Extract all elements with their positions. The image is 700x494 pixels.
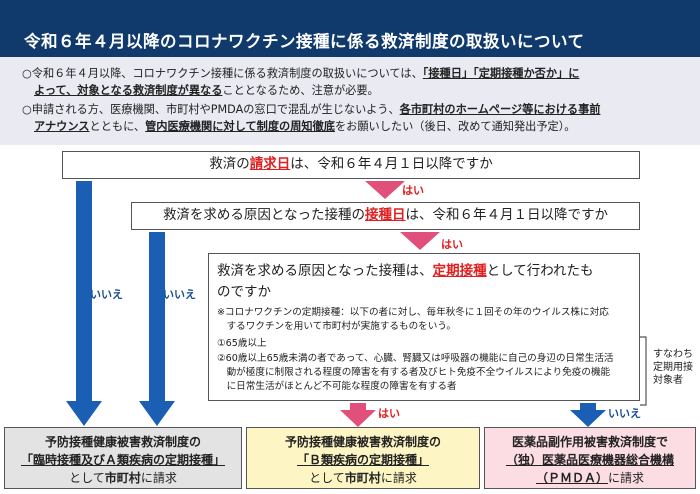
intro-text: ○申請される方、医療機関、市町村やPMDAの窓口で混乱が生じないよう、 [22, 103, 400, 116]
note-line: するワクチンを用いて市町村が実施するものをいう。 [217, 321, 456, 332]
result-pmda: 医薬品副作用被害救済制度で （独）医薬品医療機器総合機構 （ＰＭＤＡ）に請求 [484, 427, 696, 489]
intro-text: をお願いしたい（後日、改めて通知発出予定）。 [334, 120, 576, 133]
question-vaccination-date: 救済を求める原因となった接種の接種日は、令和６年４月１日以降ですか [131, 202, 640, 230]
q3-line-1: 救済を求める原因となった接種は、定期接種として行われたも [217, 259, 594, 279]
result-1-line: 予防接種健康被害救済制度の [44, 435, 201, 449]
intro-highlight: 管内医療機関に対して制度の周知徹底 [145, 120, 335, 133]
result-2-text: 市町村 [344, 471, 381, 485]
no-label-1: いいえ [90, 288, 123, 301]
result-2-line: として市町村に請求 [247, 469, 479, 487]
intro-highlight: よって、対象となる救済制度が異なる [34, 84, 223, 97]
result-3-line: （ＰＭＤＡ）に請求 [485, 469, 695, 487]
q3-keyword: 定期接種 [432, 263, 487, 279]
side-bracket-icon [640, 336, 647, 406]
note-line: ②60歳以上65歳未満の者であって、心臓、腎臓又は呼吸器の機能に自己の身辺の日常… [217, 353, 614, 364]
intro-text: こととなるため、注意が必要。 [222, 84, 379, 97]
intro-text: ○令和６年４月以降、コロナワクチン接種に係る救済制度の取扱いについては、 [22, 67, 423, 80]
side-note-line: 対象者 [653, 375, 683, 386]
note-line: ※コロナワクチンの定期接種：以下の者に対し、毎年秋冬に１回その年のウイルス株に対… [217, 307, 609, 318]
q2-text: 救済を求める原因となった接種の [162, 207, 366, 223]
yes-label-2: はい [441, 238, 463, 251]
note-line: ①65歳以上 [217, 338, 267, 349]
result-1-line: として市町村に請求 [5, 469, 241, 487]
yes-label-1: はい [402, 184, 424, 197]
no-arrow-1-icon [66, 181, 102, 426]
intro-line-2: よって、対象となる救済制度が異なることとなるため、注意が必要。 [34, 82, 379, 99]
result-3-line: 医薬品副作用被害救済制度で [511, 435, 668, 449]
q1-text: は、令和６年４月１日以降ですか [290, 156, 493, 172]
result-3-line: （独）医薬品医療機器総合機構 [505, 453, 674, 467]
result-1-text: として [69, 471, 105, 485]
result-2-text: に請求 [380, 471, 417, 485]
yes-arrow-3-icon [340, 403, 376, 427]
note-line: 動が極度に制限される程度の障害を有する者及びヒト免疫不全ウイルスにより免疫の機能 [217, 367, 611, 378]
result-1-text: に請求 [140, 471, 177, 485]
result-3-text: （ＰＭＤＡ） [535, 471, 608, 485]
yes-arrow-2-icon [400, 232, 440, 250]
intro-line-3: ○申請される方、医療機関、市町村やPMDAの窓口で混乱が生じないよう、各市町村の… [22, 101, 600, 118]
yes-label-3: はい [378, 407, 400, 420]
intro-highlight: 「接種日」「定期接種か否か」に [422, 67, 580, 80]
yes-arrow-1-icon [365, 181, 405, 199]
intro-text: とともに、 [89, 120, 146, 133]
result-2-text: として [309, 471, 345, 485]
intro-line-4: アナウンスとともに、管内医療機関に対して制度の周知徹底をお願いしたい（後日、改め… [34, 118, 576, 135]
q1-text: 救済の [209, 156, 250, 172]
intro-panel: ○令和６年４月以降、コロナワクチン接種に係る救済制度の取扱いについては、「接種日… [0, 57, 700, 145]
no-label-2: いいえ [163, 288, 196, 301]
intro-line-1: ○令和６年４月以降、コロナワクチン接種に係る救済制度の取扱いについては、「接種日… [22, 65, 579, 82]
result-1-line: 「臨時接種及びＡ類疾病の定期接種」 [20, 453, 225, 467]
result-b-class: 予防接種健康被害救済制度の 「Ｂ類疾病の定期接種」 として市町村に請求 [246, 427, 480, 489]
result-3-text: に請求 [608, 471, 645, 485]
result-2-line: 「Ｂ類疾病の定期接種」 [296, 453, 429, 467]
question-routine-vaccination: 救済を求める原因となった接種は、定期接種として行われたも のですか ※コロナワク… [208, 253, 640, 401]
side-note-line: すなわち [653, 349, 693, 360]
no-arrow-3-icon [570, 403, 606, 427]
q3-line-2: のですか [217, 284, 271, 300]
side-note-line: 定期用接 [653, 362, 693, 373]
note-line: に日常生活がほとんど不可能な程度の障害を有する者 [217, 381, 457, 392]
result-temporary-a-class: 予防接種健康被害救済制度の 「臨時接種及びＡ類疾病の定期接種」 として市町村に請… [4, 427, 242, 489]
page-title: 令和６年４月以降のコロナワクチン接種に係る救済制度の取扱いについて [24, 32, 585, 51]
title-bar: 令和６年４月以降のコロナワクチン接種に係る救済制度の取扱いについて [0, 0, 700, 57]
q2-keyword: 接種日 [365, 207, 406, 223]
no-label-3: いいえ [608, 407, 641, 420]
no-arrow-2-icon [139, 232, 175, 426]
q3-text: として行われたも [486, 263, 594, 279]
result-1-text: 市町村 [104, 471, 141, 485]
side-note: すなわち 定期用接 対象者 [653, 348, 693, 387]
intro-highlight: アナウンス [34, 120, 90, 133]
q1-keyword: 請求日 [249, 156, 291, 172]
intro-highlight: 各市町村のホームページ等における事前 [399, 103, 601, 116]
result-2-line: 予防接種健康被害救済制度の [284, 435, 441, 449]
question-request-date: 救済の請求日は、令和６年４月１日以降ですか [62, 151, 640, 179]
q3-text: 救済を求める原因となった接種は、 [217, 263, 433, 279]
q2-text: は、令和６年４月１日以降ですか [405, 207, 609, 223]
